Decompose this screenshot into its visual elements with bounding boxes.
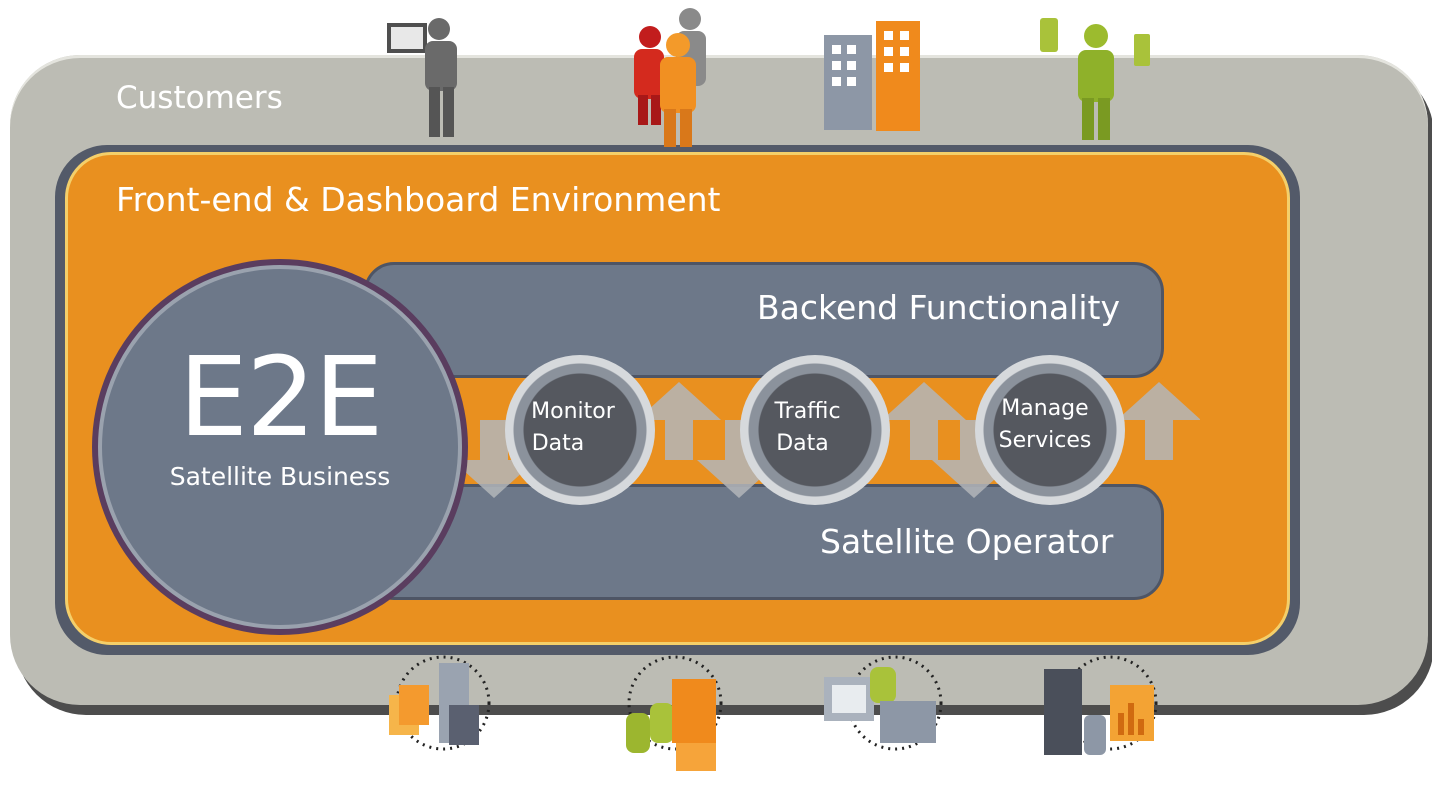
core-subtitle: Satellite Business xyxy=(169,462,391,491)
service-ring-monitor xyxy=(505,355,655,505)
frontend-label: Front-end & Dashboard Environment xyxy=(116,180,721,219)
service-line1: Monitor xyxy=(531,399,615,424)
flow-arrows xyxy=(452,382,1200,498)
service-line1: Traffic xyxy=(774,399,841,424)
arrow-up-icon xyxy=(1117,382,1200,460)
server-chart-icon xyxy=(1040,655,1160,765)
service-line2: Data xyxy=(531,431,585,456)
documents-server-icon xyxy=(385,655,495,755)
arrow-up-icon xyxy=(882,382,966,460)
customers-label: Customers xyxy=(116,80,283,116)
service-label-traffic: Traffic Data xyxy=(740,396,890,460)
person-laptop-icon xyxy=(385,15,475,140)
people-group-icon xyxy=(630,5,720,150)
buildings-icon xyxy=(820,15,925,135)
computer-folder-icon xyxy=(820,655,945,765)
service-ring-manage xyxy=(975,355,1125,505)
core-title: E2E xyxy=(178,333,384,461)
service-label-manage: Manage Services xyxy=(970,393,1120,457)
operator-layer xyxy=(364,484,1164,600)
service-line1: Manage xyxy=(1001,396,1089,421)
service-line2: Data xyxy=(776,431,829,456)
service-ring-traffic xyxy=(740,355,890,505)
arrow-up-icon xyxy=(637,382,721,460)
databases-server-icon xyxy=(620,655,730,775)
core-circle xyxy=(98,265,462,629)
service-line2: Services xyxy=(998,428,1092,453)
backend-label: Backend Functionality xyxy=(757,288,1120,327)
arrow-down-icon xyxy=(452,420,536,498)
operator-label: Satellite Operator xyxy=(820,522,1114,561)
person-mobile-icon xyxy=(1038,14,1153,144)
service-label-monitor: Monitor Data xyxy=(498,396,648,460)
